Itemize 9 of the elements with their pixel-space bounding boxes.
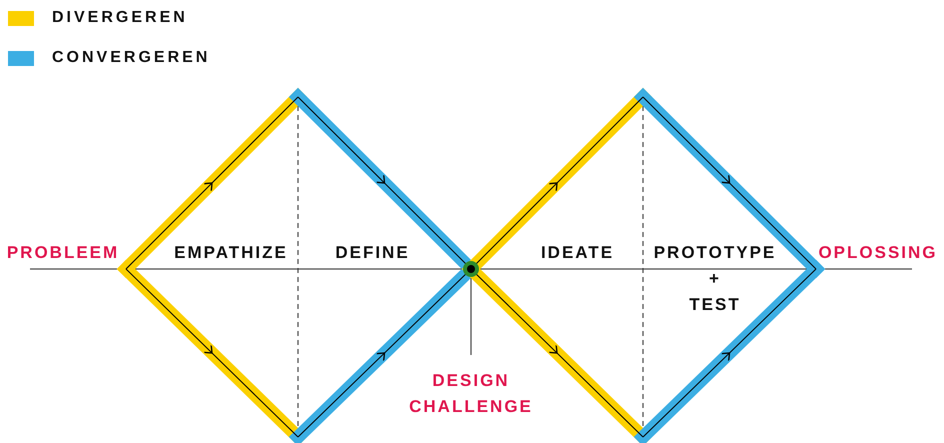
end-label: OPLOSSING: [817, 242, 939, 264]
challenge-label: DESIGN CHALLENGE: [408, 370, 534, 418]
phase-label: DEFINE: [334, 242, 411, 264]
start-label: PROBLEEM: [6, 242, 120, 264]
phase-label: IDEATE: [540, 242, 616, 264]
legend-label: CONVERGEREN: [52, 49, 210, 67]
legend-label: DIVERGEREN: [52, 9, 188, 27]
phase-label: EMPATHIZE: [173, 242, 289, 264]
phase-label: PROTOTYPE + TEST: [652, 242, 778, 316]
